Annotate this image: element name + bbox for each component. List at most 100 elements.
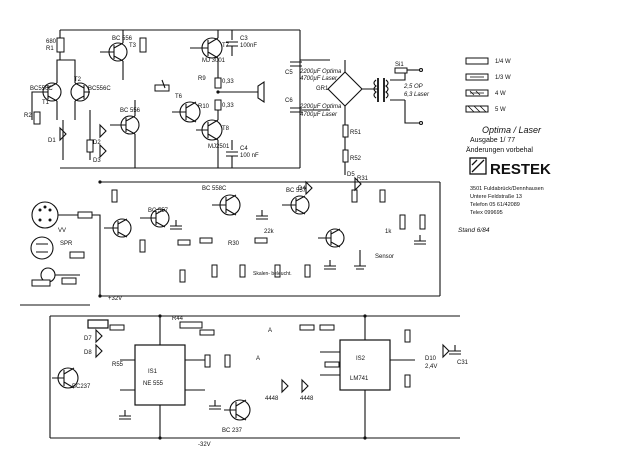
preamp-section: VV SPR BC 557 BC 558C BC 557 <box>20 172 441 306</box>
resistor-wattage-legend: 1/4 W 1/3 W 4 W 5 W <box>465 57 511 113</box>
d4-label: D4 <box>298 186 306 192</box>
r44-label: R44 <box>172 316 184 322</box>
si1-label: Si1 <box>395 62 404 68</box>
ic2-label: IS2 <box>356 356 366 362</box>
d7-label: D7 <box>84 336 92 342</box>
power-supply-section: C5 2200µF Optima 4700µF Laser C6 2200µF … <box>285 59 430 175</box>
title-block: Optima / Laser Ausgabe 1/ 77 Änderungen … <box>458 125 551 234</box>
r10-label: R10 <box>198 104 210 110</box>
r47-value: 1k <box>385 229 392 235</box>
address-line-2: Untere Feldstraße 13 <box>470 194 522 200</box>
address-line-1: 3501 Fuldabrück/Dennhausen <box>470 186 544 192</box>
r31-label: R31 <box>357 176 369 182</box>
c31-label: C31 <box>457 360 469 366</box>
r2-label: R2 <box>24 113 32 119</box>
telex-number: Telex 099695 <box>470 210 503 216</box>
t2-label: T2 <box>74 77 82 83</box>
bc558c-label: BC 558C <box>202 186 227 192</box>
legend-label-5-watt: 5 W <box>495 107 506 113</box>
power-amplifier-section: 680 R1 BC556C T1 BC556C T2 R2 D1 BC 556 … <box>24 29 301 169</box>
d8-label: D8 <box>84 350 92 356</box>
r30-label: R30 <box>228 241 240 247</box>
bc237-lower-label: BC 237 <box>222 428 243 434</box>
legend-label-third-watt: 1/3 W <box>495 75 511 81</box>
plus32v-label: +32V <box>108 296 122 302</box>
r55-label: R55 <box>112 362 124 368</box>
c3-value: 100nF <box>240 43 257 49</box>
d5-label: D5 <box>347 172 355 178</box>
mj2501-label: MJ2501 <box>208 144 230 150</box>
r9-label: R9 <box>198 76 206 82</box>
r1-value: 680 <box>46 39 57 45</box>
d2-label: D2 <box>93 140 101 146</box>
resistor-feedback <box>86 139 94 153</box>
resistor-r1 <box>56 37 65 53</box>
node-a-upper: A <box>268 328 272 334</box>
resistor-r51 <box>342 124 349 138</box>
ne555-label: NE 555 <box>143 381 164 387</box>
resistor-033-upper <box>214 77 222 89</box>
speaker-icon <box>257 80 265 104</box>
diode-d2 <box>99 123 107 139</box>
resistor-r52 <box>342 149 349 163</box>
changes-reserved-label: Änderungen vorbehal <box>466 146 533 154</box>
bc237-left-label: BC237 <box>72 384 91 390</box>
c4-value: 100 nF <box>240 153 259 159</box>
bc557-label-2: BC 557 <box>286 188 307 194</box>
c4-label: C4 <box>240 146 248 152</box>
node-a-lower: A <box>256 356 260 362</box>
r033-upper-value: 0,33 <box>222 79 234 85</box>
c5-label: C5 <box>285 70 293 76</box>
t3-label: T3 <box>129 43 137 49</box>
transformer-core <box>377 78 385 102</box>
vv-label: VV <box>58 228 66 234</box>
ic-lm741 <box>339 339 391 391</box>
sensor-label: Sensor <box>375 254 394 260</box>
d10-value: 2,4V <box>425 364 437 370</box>
fuse-rating-optima: 2,5 OP <box>403 84 423 90</box>
fuse-rating-laser: 6,3 Laser <box>404 92 430 98</box>
preamp-resistors <box>111 189 426 283</box>
d1-label: D1 <box>48 138 56 144</box>
telephone-number: Telefon 05 61/42089 <box>470 202 520 208</box>
c3-label: C3 <box>240 36 248 42</box>
diode-d4 <box>305 180 313 196</box>
zener-d10 <box>442 343 450 359</box>
r29-value: 22k <box>264 229 275 235</box>
legend-swatch-quarter-watt <box>465 57 489 65</box>
d3-label: D3 <box>93 158 101 164</box>
resistor-r44 <box>179 321 203 329</box>
jack-input <box>30 236 54 260</box>
r51-label: R51 <box>350 130 362 136</box>
edition-label: Ausgabe 1/ 77 <box>470 137 515 144</box>
t4-type: BC 556 <box>120 108 141 114</box>
model-name: Optima / Laser <box>482 125 542 135</box>
timer-section: BC237 D7 D8 IS1 NE 555 R55 R44 BC 237 44… <box>49 180 469 448</box>
t1-type: BC556C <box>30 86 53 92</box>
t8-label: T8 <box>222 126 230 132</box>
r52-label: R52 <box>350 156 362 162</box>
r033-lower-value: 0,33 <box>222 103 234 109</box>
c6-value: 2200µF Optima <box>299 104 342 110</box>
neg32v-label: -32V <box>198 442 211 448</box>
ic-ne555 <box>134 344 186 406</box>
brand-name: RESTEK <box>490 161 551 178</box>
revision-stand: Stand 6/84 <box>458 227 490 234</box>
lm741-label: LM741 <box>350 376 369 382</box>
diode-d5 <box>354 176 362 192</box>
relay-coil <box>87 319 109 329</box>
bias-potentiometer <box>154 84 170 92</box>
c5-value: 2200µF Optima <box>299 69 342 75</box>
mj3001-label: MJ 3001 <box>202 58 226 64</box>
d10-label: D10 <box>425 356 437 362</box>
legend-label-quarter-watt: 1/4 W <box>495 59 511 65</box>
diode-d3 <box>99 143 107 159</box>
t7-label: T7 <box>222 43 230 49</box>
bc557-label: BC 557 <box>148 208 169 214</box>
r1-label: R1 <box>46 46 54 52</box>
legend-label-4-watt: 4 W <box>495 91 506 97</box>
t2-type: BC556C <box>88 86 111 92</box>
gr1-label: GR1 <box>316 86 329 92</box>
d4448-right-label: 4448 <box>300 396 314 402</box>
